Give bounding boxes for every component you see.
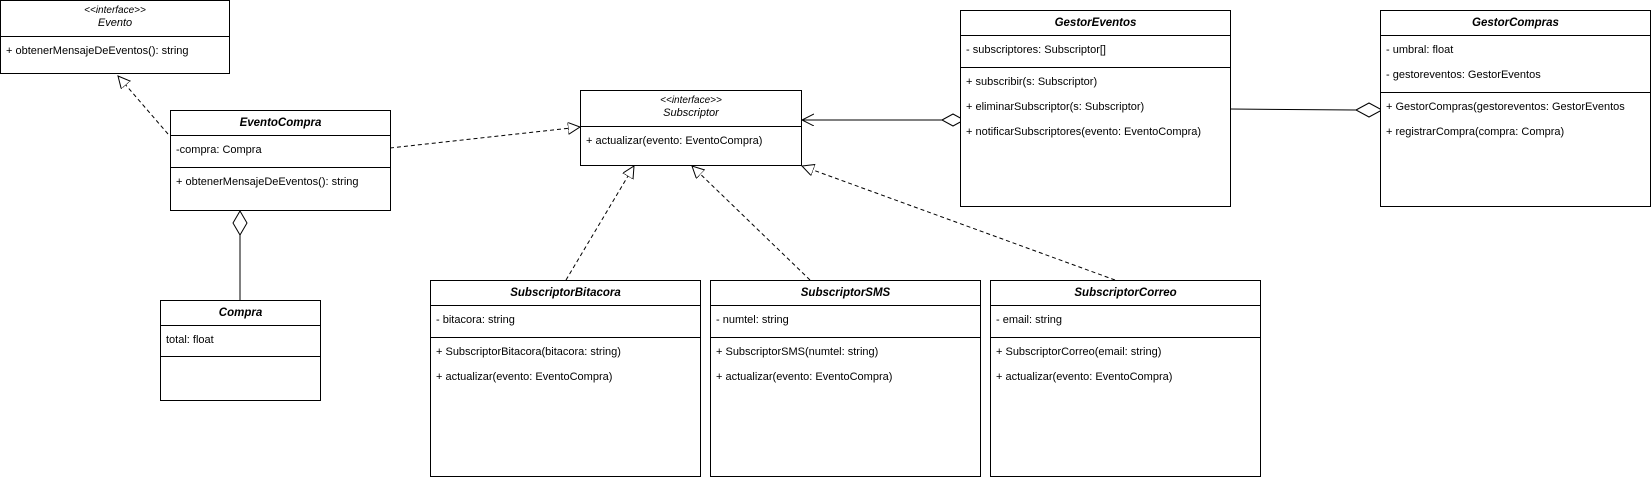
attribute: - email: string xyxy=(996,314,1063,326)
realization-bitacora-subscriptor xyxy=(565,166,634,281)
attribute: total: float xyxy=(166,334,214,346)
method: + eliminarSubscriptor(s: Subscriptor) xyxy=(966,101,1145,113)
aggregation-gestorcompras-gestoreventos xyxy=(1229,108,1357,111)
class-gestoreventos[interactable]: GestorEventos - subscriptores: Subscript… xyxy=(960,10,1231,207)
class-name: SubscriptorSMS xyxy=(711,281,980,306)
stereotype-label: <<interface>> xyxy=(660,95,722,106)
class-header: <<interface>> Subscriptor xyxy=(581,91,801,127)
attributes-section: - bitacora: string xyxy=(431,306,700,338)
attributes-section: - subscriptores: Subscriptor[] xyxy=(961,36,1230,68)
class-gestorcompras[interactable]: GestorCompras - umbral: float - gestorev… xyxy=(1380,10,1651,207)
method: + obtenerMensajeDeEventos(): string xyxy=(176,176,359,188)
class-subscriptorcorreo[interactable]: SubscriptorCorreo - email: string + Subs… xyxy=(990,280,1261,477)
methods-section xyxy=(161,357,320,363)
method: + registrarCompra(compra: Compra) xyxy=(1386,126,1565,138)
methods-section: + SubscriptorCorreo(email: string) + act… xyxy=(991,338,1260,394)
method: + GestorCompras(gestoreventos: GestorEve… xyxy=(1386,101,1625,113)
methods-section: + obtenerMensajeDeEventos(): string xyxy=(171,168,390,199)
methods-section: + subscribir(s: Subscriptor) + eliminarS… xyxy=(961,68,1230,149)
class-name: GestorCompras xyxy=(1381,11,1650,36)
methods-section: + SubscriptorBitacora(bitacora: string) … xyxy=(431,338,700,394)
attributes-section: - email: string xyxy=(991,306,1260,338)
attribute: - gestoreventos: GestorEventos xyxy=(1386,69,1541,81)
class-name: Subscriptor xyxy=(663,107,719,119)
method: + actualizar(evento: EventoCompra) xyxy=(586,135,763,147)
methods-section: + SubscriptorSMS(numtel: string) + actua… xyxy=(711,338,980,394)
method: + actualizar(evento: EventoCompra) xyxy=(436,371,613,383)
method: + obtenerMensajeDeEventos(): string xyxy=(6,45,189,57)
attributes-section: total: float xyxy=(161,326,320,357)
attribute: - numtel: string xyxy=(716,314,789,326)
attribute: - umbral: float xyxy=(1386,44,1454,56)
realization-eventocompra-subscriptor xyxy=(389,127,580,149)
class-name: Evento xyxy=(97,17,133,29)
class-compra[interactable]: Compra total: float xyxy=(160,300,321,401)
class-subscriptorbitacora[interactable]: SubscriptorBitacora - bitacora: string +… xyxy=(430,280,701,477)
realization-eventocompra-evento xyxy=(118,76,169,135)
method: + subscribir(s: Subscriptor) xyxy=(966,76,1098,88)
methods-section: + actualizar(evento: EventoCompra) xyxy=(581,127,801,158)
method: + notificarSubscriptores(evento: EventoC… xyxy=(966,126,1202,138)
realization-sms-subscriptor xyxy=(692,166,811,281)
method: + actualizar(evento: EventoCompra) xyxy=(996,371,1173,383)
class-subscriptorsms[interactable]: SubscriptorSMS - numtel: string + Subscr… xyxy=(710,280,981,477)
attribute: - subscriptores: Subscriptor[] xyxy=(966,44,1106,56)
class-name: SubscriptorCorreo xyxy=(991,281,1260,306)
method: + SubscriptorBitacora(bitacora: string) xyxy=(436,346,621,358)
attributes-section: -compra: Compra xyxy=(171,136,390,168)
class-name: GestorEventos xyxy=(961,11,1230,36)
class-header: <<interface>> Evento xyxy=(1,1,229,37)
attributes-section: - numtel: string xyxy=(711,306,980,338)
method: + SubscriptorSMS(numtel: string) xyxy=(716,346,879,358)
class-subscriptor[interactable]: <<interface>> Subscriptor + actualizar(e… xyxy=(580,90,802,166)
class-name: SubscriptorBitacora xyxy=(431,281,700,306)
attributes-section: - umbral: float - gestoreventos: GestorE… xyxy=(1381,36,1650,93)
method: + actualizar(evento: EventoCompra) xyxy=(716,371,893,383)
class-name: EventoCompra xyxy=(171,111,390,136)
attribute: -compra: Compra xyxy=(176,144,262,156)
methods-section: + obtenerMensajeDeEventos(): string xyxy=(1,37,229,68)
aggregation-diamond-gestorcompras xyxy=(1354,102,1384,118)
class-evento[interactable]: <<interface>> Evento + obtenerMensajeDeE… xyxy=(0,0,230,74)
method: + SubscriptorCorreo(email: string) xyxy=(996,346,1162,358)
class-name: Compra xyxy=(161,301,320,326)
attribute: - bitacora: string xyxy=(436,314,515,326)
class-eventocompra[interactable]: EventoCompra -compra: Compra + obtenerMe… xyxy=(170,110,391,211)
aggregation-diamond-compra xyxy=(232,210,248,236)
methods-section: + GestorCompras(gestoreventos: GestorEve… xyxy=(1381,93,1650,149)
stereotype-label: <<interface>> xyxy=(84,5,146,16)
